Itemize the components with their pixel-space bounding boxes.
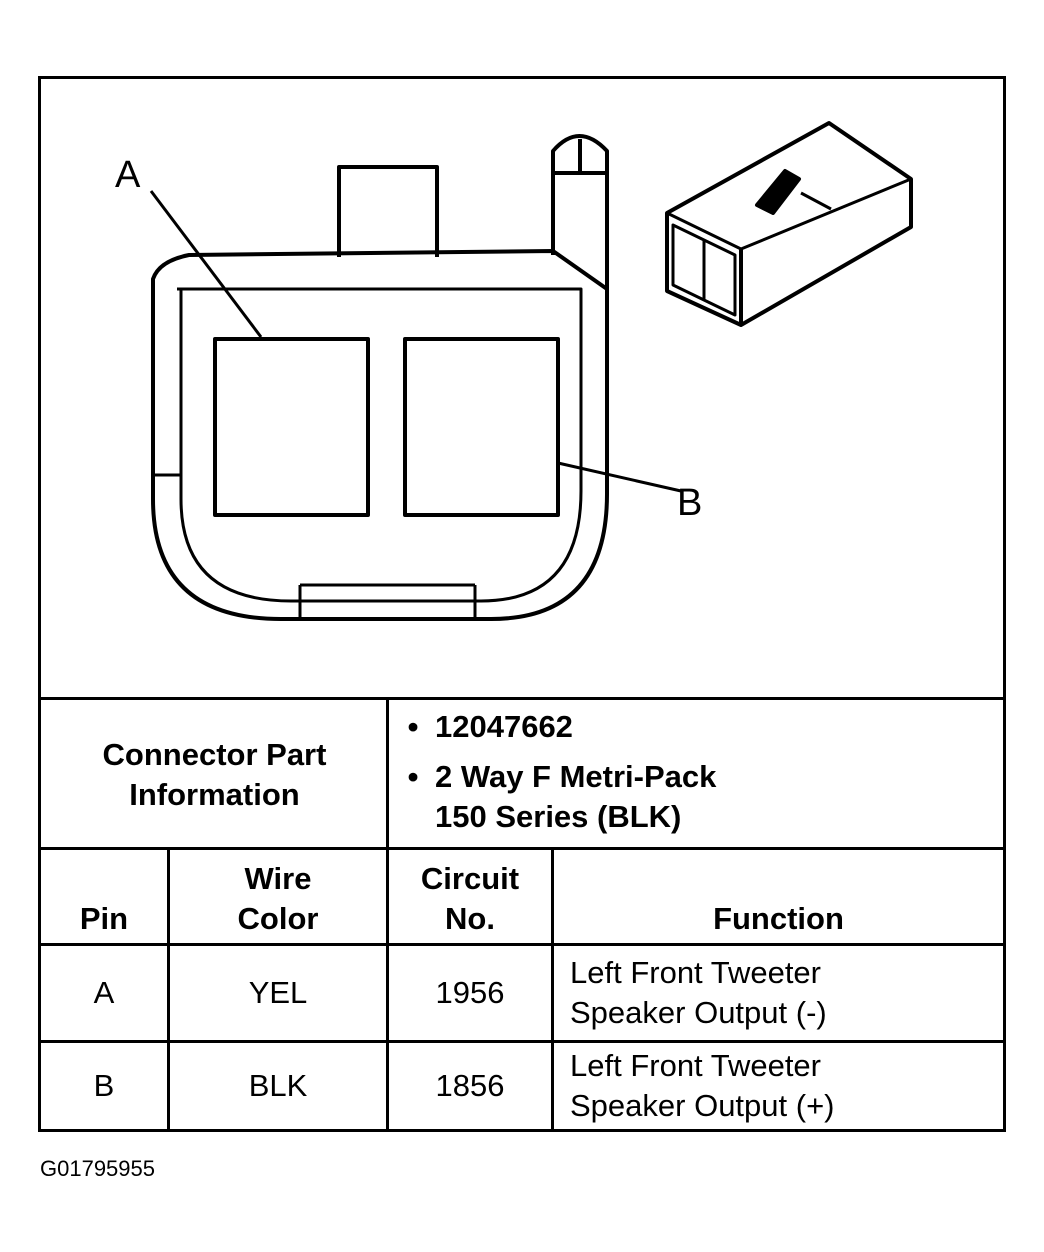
- row-a-circuit: 1956: [435, 975, 505, 1010]
- row-b-wire-color: BLK: [248, 1068, 308, 1103]
- callout-b: B: [677, 482, 702, 524]
- leader-line-b: [557, 461, 682, 493]
- header-wire-color-line2: Color: [237, 901, 319, 936]
- row-a-pin: A: [93, 975, 115, 1010]
- connector-part-info-line2: Information: [129, 777, 300, 812]
- bullet-item-description: • 2 Way F Metri-Pack 150 Series (BLK): [391, 757, 1003, 837]
- divider-row-b-top: [41, 1040, 1003, 1043]
- divider-table-top: [41, 847, 1003, 850]
- bullet-item-part-number: • 12047662: [391, 707, 1003, 747]
- header-function: Function: [554, 851, 1003, 943]
- callout-a: A: [115, 154, 141, 196]
- bullet-icon: •: [407, 709, 419, 744]
- connector-top-tab: [337, 165, 439, 257]
- connector-part-info-line1: Connector Part: [102, 737, 327, 772]
- connector-latch-arm: [551, 134, 609, 289]
- connector-part-info-bullets: • 12047662 • 2 Way F Metri-Pack 150 Seri…: [391, 707, 1003, 837]
- connector-housing-outer: [151, 249, 609, 621]
- header-circuit-no: Circuit No.: [389, 851, 551, 943]
- connector-description-line1: 2 Way F Metri-Pack: [435, 759, 717, 794]
- row-b-pin: B: [93, 1068, 115, 1103]
- cavity-b: [403, 337, 560, 517]
- connector-3d-view: [665, 121, 913, 327]
- header-function-label: Function: [713, 901, 844, 936]
- divider-vertical-1: [167, 847, 170, 1129]
- divider-vertical-2: [386, 697, 389, 1129]
- header-wire-color-line1: Wire: [244, 861, 312, 896]
- part-number: 12047662: [435, 709, 573, 744]
- divider-row-a-top: [41, 943, 1003, 946]
- row-a-function: Left Front Tweeter Speaker Output (-): [554, 946, 1003, 1040]
- divider-info-top: [41, 697, 1003, 700]
- connector-diagram-frame: A B Connector Part Information • 1204766…: [38, 76, 1006, 1132]
- connector-illustration: A B: [115, 121, 913, 621]
- header-circuit-line1: Circuit: [420, 861, 520, 896]
- cavity-a: [213, 337, 370, 517]
- row-a-function-line1: Left Front Tweeter: [570, 955, 821, 990]
- figure-id: G01795955: [40, 1156, 155, 1181]
- header-pin-label: Pin: [79, 901, 129, 936]
- header-pin: Pin: [41, 851, 167, 943]
- connector-drawing: A B: [41, 79, 1003, 699]
- row-a-function-line2: Speaker Output (-): [570, 995, 827, 1030]
- connector-part-info-label: Connector Part Information: [41, 701, 388, 849]
- divider-vertical-3: [551, 847, 554, 1129]
- row-b-function: Left Front Tweeter Speaker Output (+): [554, 1043, 1003, 1129]
- connector-description-line2: 150 Series (BLK): [435, 799, 682, 834]
- bullet-icon: •: [407, 759, 419, 794]
- header-wire-color: Wire Color: [170, 851, 386, 943]
- row-b-function-line2: Speaker Output (+): [570, 1088, 835, 1123]
- connector-housing-inner: [177, 287, 583, 603]
- row-a-wire-color: YEL: [248, 975, 308, 1010]
- header-circuit-line2: No.: [445, 901, 495, 936]
- row-b-circuit: 1856: [435, 1068, 505, 1103]
- leader-line-a: [149, 190, 263, 338]
- row-b-function-line1: Left Front Tweeter: [570, 1048, 821, 1083]
